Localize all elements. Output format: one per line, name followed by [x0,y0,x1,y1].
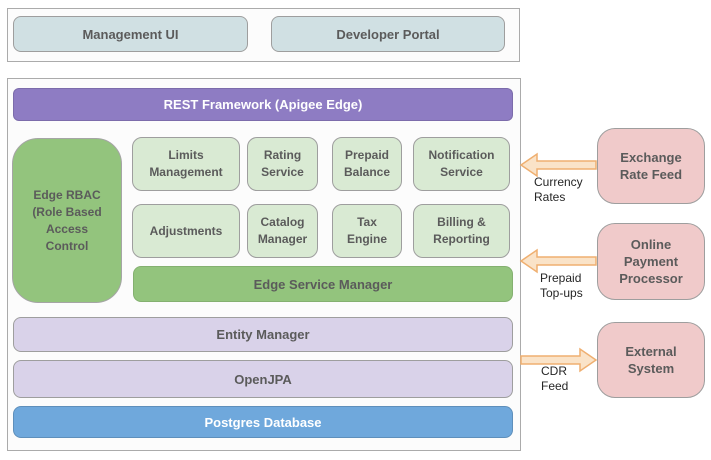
exchange-rate-feed-box: Exchange Rate Feed [597,128,705,204]
online-payment-processor-box: Online Payment Processor [597,223,705,300]
openjpa-bar: OpenJPA [13,360,513,398]
prepaid-topups-arrow-left-icon [519,248,597,274]
edge-service-manager-bar: Edge Service Manager [133,266,513,302]
entity-manager-bar: Entity Manager [13,317,513,352]
currency-rates-label: Currency Rates [534,175,583,204]
service-box-notification-service: Notification Service [413,137,510,191]
left-arrow-shape [519,248,597,274]
cdr-feed-arrow-right-icon [520,347,598,373]
cdr-feed-label: CDR Feed [541,364,569,393]
currency-rates-arrow-left-icon [519,152,597,178]
right-arrow-shape [520,347,598,373]
prepaid-topups-label: Prepaid Top-ups [540,271,583,300]
service-box-billing-reporting: Billing & Reporting [413,204,510,258]
management-ui-box: Management UI [13,16,248,52]
service-box-adjustments: Adjustments [132,204,240,258]
edge-rbac-box: Edge RBAC (Role Based Access Control [12,138,122,303]
service-box-prepaid-balance: Prepaid Balance [332,137,402,191]
service-box-catalog-manager: Catalog Manager [247,204,318,258]
left-arrow-shape [519,152,597,178]
external-system-box: External System [597,322,705,398]
rest-framework-bar: REST Framework (Apigee Edge) [13,88,513,121]
postgres-database-bar: Postgres Database [13,406,513,438]
service-box-tax-engine: Tax Engine [332,204,402,258]
service-box-limits-management: Limits Management [132,137,240,191]
developer-portal-box: Developer Portal [271,16,505,52]
service-box-rating-service: Rating Service [247,137,318,191]
